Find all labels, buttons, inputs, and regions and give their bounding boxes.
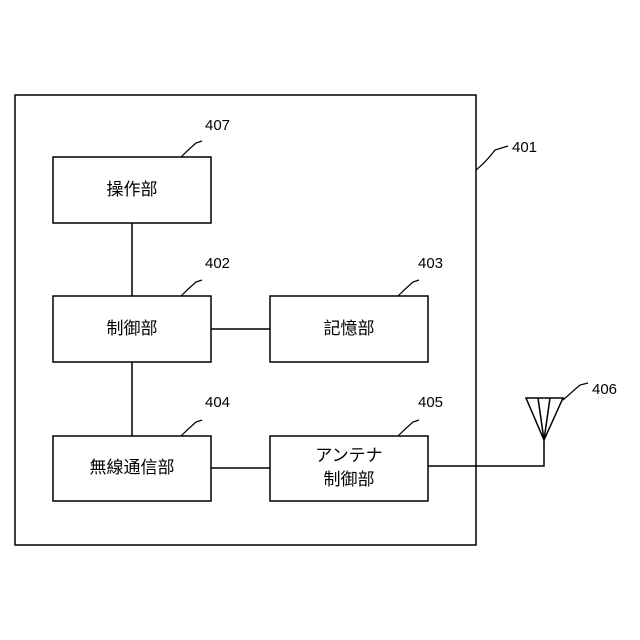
wireless-ref-label: 404 bbox=[205, 394, 230, 411]
antenna-ref-label: 406 bbox=[592, 381, 617, 398]
antenna-control-leader-line bbox=[398, 420, 419, 436]
operation-block-label: 操作部 bbox=[107, 180, 158, 200]
antenna-icon bbox=[526, 398, 563, 440]
operation-ref-label: 407 bbox=[205, 117, 230, 134]
storage-block-label: 記憶部 bbox=[324, 319, 375, 339]
control-leader-line bbox=[181, 280, 202, 296]
antenna-control-label-line2: 制御部 bbox=[324, 470, 375, 490]
device-leader-line bbox=[476, 146, 508, 170]
operation-leader-line bbox=[181, 141, 202, 157]
control-ref-label: 402 bbox=[205, 255, 230, 272]
control-block-label: 制御部 bbox=[107, 319, 158, 339]
antenna-control-label-line1: アンテナ bbox=[315, 446, 382, 466]
connector-antenna-control-antenna bbox=[428, 440, 544, 466]
storage-ref-label: 403 bbox=[418, 255, 443, 272]
antenna-leader-line bbox=[563, 383, 588, 400]
storage-leader-line bbox=[398, 280, 419, 296]
wireless-leader-line bbox=[181, 420, 202, 436]
antenna-control-ref-label: 405 bbox=[418, 394, 443, 411]
device-ref-label: 401 bbox=[512, 139, 537, 156]
wireless-block-label: 無線通信部 bbox=[90, 458, 175, 478]
